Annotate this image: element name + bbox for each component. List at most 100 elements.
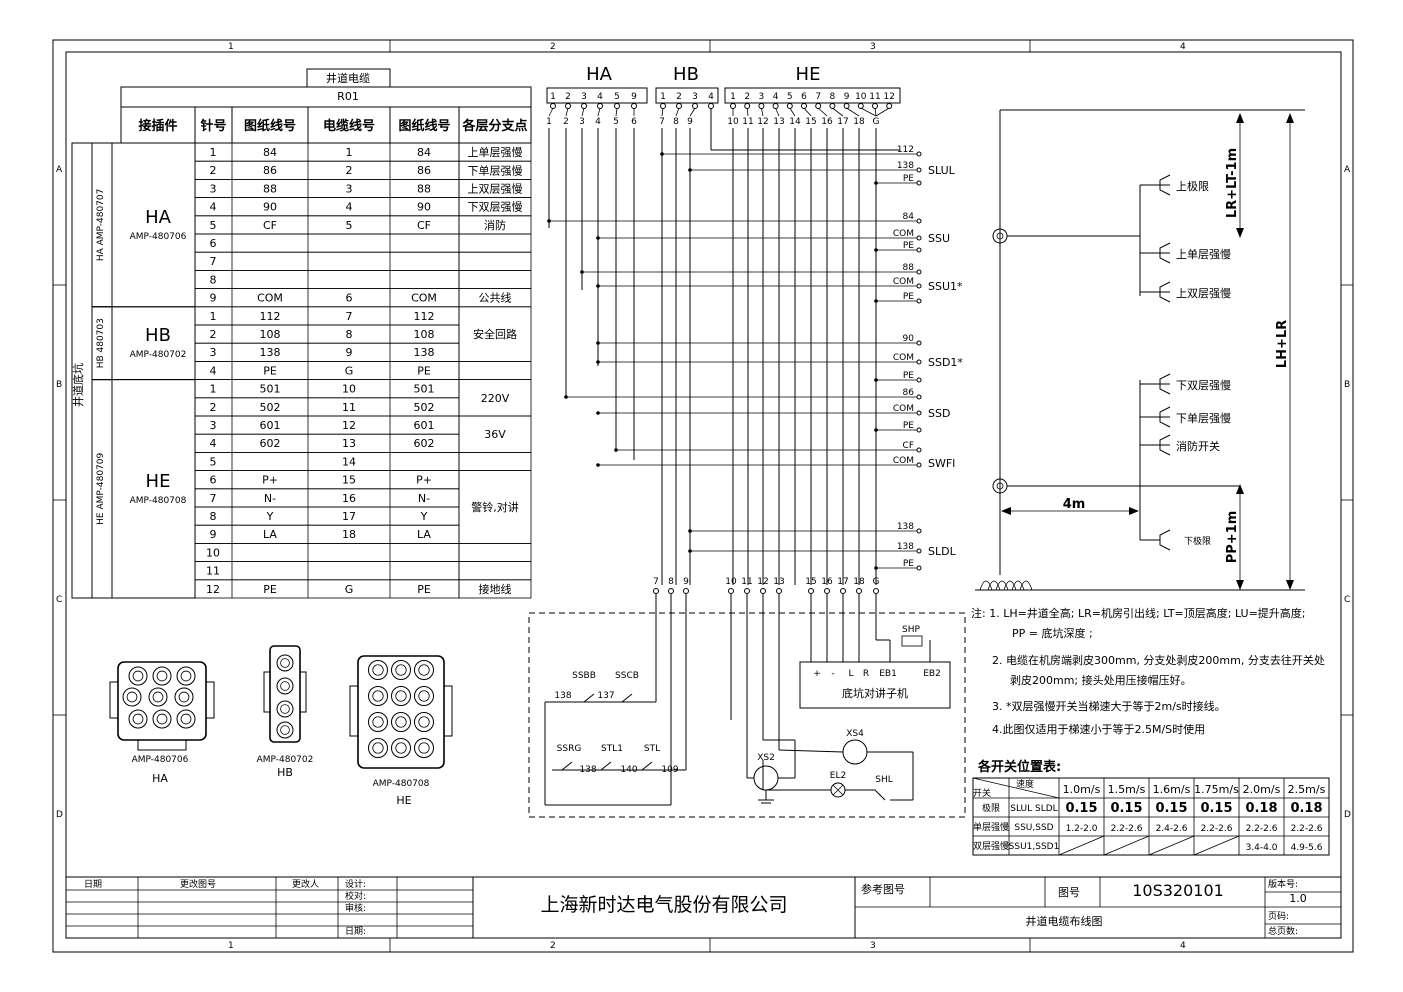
switch-wire-label: 90	[903, 334, 915, 344]
pin-number: 4	[210, 437, 217, 450]
hb-pin-label: 1	[660, 92, 666, 102]
pin-number: 7	[210, 492, 217, 505]
pin-hole	[276, 700, 294, 718]
cable-number: G	[873, 117, 880, 127]
he-latch	[349, 685, 359, 737]
ground-hatch	[995, 580, 1009, 591]
connector-pic-part: AMP-480706	[132, 755, 189, 765]
switch-terminal	[916, 269, 922, 275]
ha-foot	[137, 739, 187, 751]
pin-link	[615, 107, 618, 117]
pin-hole	[276, 654, 294, 672]
pin-terminal	[631, 103, 637, 109]
socket-xs2	[753, 765, 779, 791]
bottom-terminal	[653, 588, 659, 594]
pin-link	[565, 107, 569, 117]
he-pin-label: 1	[730, 92, 736, 102]
switch-wire-label: PE	[903, 292, 914, 302]
empty-cell-diagonal	[1193, 835, 1240, 856]
speed-header: 1.6m/s	[1153, 783, 1191, 796]
pin-terminal	[550, 103, 556, 109]
he-latch	[443, 685, 453, 737]
switch-upper-double: 上双层强慢	[1176, 287, 1231, 300]
ground-hatch	[1011, 580, 1025, 591]
switch-distance: 0.15	[1065, 801, 1097, 816]
branch-point: 公共线	[479, 291, 512, 305]
pin-hole	[176, 666, 196, 686]
switch-lower-single: 下单层强慢	[1176, 412, 1231, 425]
corner-speed: 速度	[1016, 778, 1034, 790]
pin-hole	[152, 666, 172, 686]
dim-bottom: PP+1m	[1225, 511, 1240, 564]
pit-switch-stl: STL	[644, 744, 660, 754]
pin-hole-inner	[132, 670, 144, 682]
pit-switch-ssrg: SSRG	[557, 744, 582, 754]
note-line: 4.此图仅适用于梯速小于等于2.5M/S时使用	[992, 722, 1205, 736]
intercom-terminal: EB2	[923, 669, 941, 679]
bottom-terminal-label: 16	[821, 577, 833, 587]
hb-pin-label: 3	[692, 92, 698, 102]
he-pin-label: 3	[759, 92, 765, 102]
junction-dot	[874, 299, 878, 303]
drawing-wire-no-2: 501	[414, 383, 435, 396]
connector-name: HB	[145, 325, 171, 346]
switch-table-title: 各开关位置表:	[977, 759, 1061, 775]
switch-table-frame	[972, 777, 1330, 856]
bottom-terminal-label: 18	[853, 577, 865, 587]
connector-side-part: HB 480703	[96, 318, 106, 368]
tb-version: 1.0	[1289, 892, 1307, 905]
pin-number: 5	[210, 455, 217, 468]
drawing-wire-no: 90	[263, 201, 277, 214]
pin-link	[803, 107, 812, 117]
bottom-terminal	[824, 588, 830, 594]
dim-arrow	[1236, 228, 1244, 238]
cable-number: 13	[773, 117, 784, 127]
pin-hole	[148, 687, 168, 707]
bottom-terminal-label: 11	[741, 577, 752, 587]
connector-side-part: HA AMP-480707	[96, 189, 106, 262]
pin-number: 8	[210, 273, 217, 286]
pit-wire-138b: 138	[579, 765, 596, 775]
pit-label-shl: SHL	[875, 775, 893, 785]
socket-xs4	[842, 739, 868, 765]
connector-block-ha	[91, 142, 196, 308]
note-line: 2. 电缆在机房端剥皮300mm, 分支处剥皮200mm, 分支去往开关处	[992, 653, 1325, 667]
pin-hole	[391, 738, 411, 758]
switch-wire-label: PE	[903, 559, 914, 569]
junction-dot	[660, 152, 664, 156]
cable-number: 5	[613, 117, 619, 127]
table-title: 井道电缆	[326, 71, 370, 85]
pin-hole-inner	[156, 670, 168, 682]
cable-number: 1	[546, 117, 552, 127]
pin-hole-inner	[152, 691, 164, 703]
bottom-terminal	[760, 588, 766, 594]
he-pin-label: 9	[844, 92, 850, 102]
wiring-header-hb: HB	[673, 64, 699, 85]
hb-pin-label: 4	[708, 92, 714, 102]
hb-pin-strip	[655, 87, 719, 104]
pin-hole	[368, 660, 388, 680]
pin-hole	[176, 709, 196, 729]
switch-lower-limit: 下极限	[1184, 535, 1211, 547]
pin-terminal	[744, 103, 751, 109]
pin-link	[775, 107, 780, 117]
hb-latch	[263, 671, 271, 713]
switch-terminal	[916, 151, 922, 157]
he-pin-label: 2	[744, 92, 750, 102]
table-header-cell: 各层分支点	[461, 118, 527, 134]
corner-switch: 开关	[973, 787, 991, 799]
table-row	[194, 251, 460, 271]
switch-row-name: SLUL SLDL	[1010, 804, 1057, 814]
cable-number: 18	[853, 117, 865, 127]
note-line: 注: 1. LH=井道全高; LR=机房引出线; LT=顶层高度; LU=提升高…	[971, 606, 1306, 620]
bottom-terminal-label: 8	[668, 577, 674, 587]
pit-label-xs4: XS4	[846, 729, 864, 739]
cable-wire-no: 1	[346, 146, 353, 159]
switch-name-ssd: SSD	[928, 407, 950, 420]
pin-hole	[128, 709, 148, 729]
pit-label-xs2: XS2	[757, 753, 775, 763]
switch-name-sldl: SLDL	[928, 545, 957, 558]
pin-hole-inner	[372, 716, 384, 728]
connector-pic-name: HA	[152, 772, 168, 785]
grid-col-4-bottom: 4	[1180, 941, 1186, 951]
